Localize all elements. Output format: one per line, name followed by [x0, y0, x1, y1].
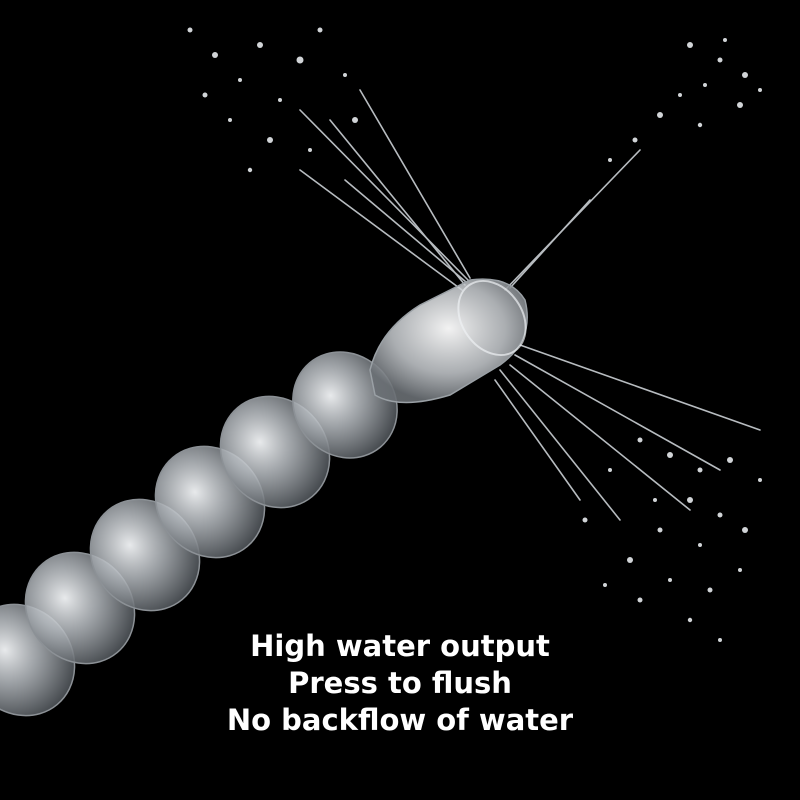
- caption-line-3: No backflow of water: [226, 703, 574, 737]
- nozzle-body: [0, 351, 398, 717]
- water-droplets: [187, 27, 762, 642]
- nozzle-tip: [369, 278, 528, 404]
- caption-line-1: High water output: [250, 629, 550, 663]
- water-jets: [299, 89, 761, 521]
- caption: High water output Press to flush No back…: [0, 628, 800, 739]
- caption-line-2: Press to flush: [288, 666, 512, 700]
